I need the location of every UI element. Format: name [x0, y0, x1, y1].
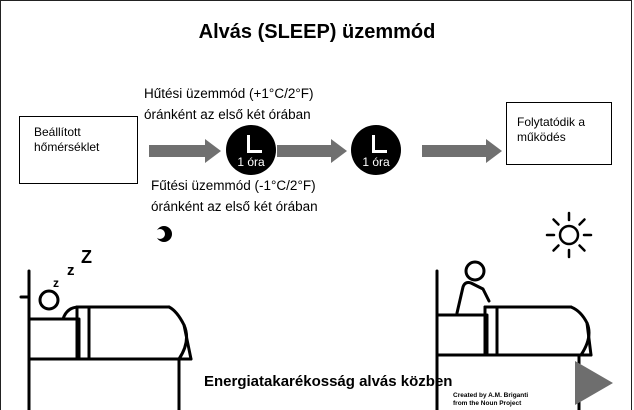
set-temperature-line2: hőmérséklet — [34, 140, 100, 154]
credit-line2: from the Noun Project — [453, 400, 522, 407]
bottom-caption: Energiatakarékosság alvás közben — [204, 373, 453, 390]
diagram-title: Alvás (SLEEP) üzemmód — [198, 21, 436, 43]
resume-operation-box: Folytatódik a működés — [506, 102, 612, 165]
sun-icon — [545, 211, 593, 259]
sleep-letter: z — [67, 262, 75, 279]
set-temperature-box: Beállított hőmérséklet — [19, 116, 138, 184]
heating-mode-line2: óránként az első két órában — [151, 199, 318, 214]
resume-operation-line2: működés — [517, 130, 566, 144]
waking-person-icon — [435, 260, 593, 410]
credit-text: Created by A.M. Briganti from the Noun P… — [453, 392, 528, 408]
resume-operation-line1: Folytatódik a — [517, 115, 586, 129]
heating-mode-line1: Fűtési üzemmód (-1°C/2°F) — [151, 178, 316, 193]
moon-icon — [155, 226, 172, 242]
cooling-mode-line2: óránként az első két órában — [144, 107, 311, 122]
clock-icon: 1 óra — [226, 125, 276, 175]
arrow-3 — [422, 139, 502, 163]
sleeping-person-icon: z z Z — [19, 247, 193, 410]
cooling-mode-line1: Hűtési üzemmód (+1°C/2°F) — [144, 86, 314, 101]
set-temperature-line1: Beállított — [34, 125, 81, 139]
heating-mode-label: Fűtési üzemmód (-1°C/2°F) óránként az el… — [151, 175, 318, 217]
clock-label: 1 óra — [362, 155, 390, 169]
sleep-letter: Z — [81, 247, 92, 267]
clock-label: 1 óra — [237, 155, 265, 169]
cooling-mode-label: Hűtési üzemmód (+1°C/2°F) óránként az el… — [144, 83, 313, 125]
arrow-1 — [149, 139, 221, 163]
clock-icon: 1 óra — [351, 125, 401, 175]
next-arrow-icon[interactable] — [575, 361, 613, 405]
arrow-2 — [277, 139, 347, 163]
credit-line1: Created by A.M. Briganti — [453, 392, 529, 399]
sleep-letter: z — [53, 276, 59, 290]
